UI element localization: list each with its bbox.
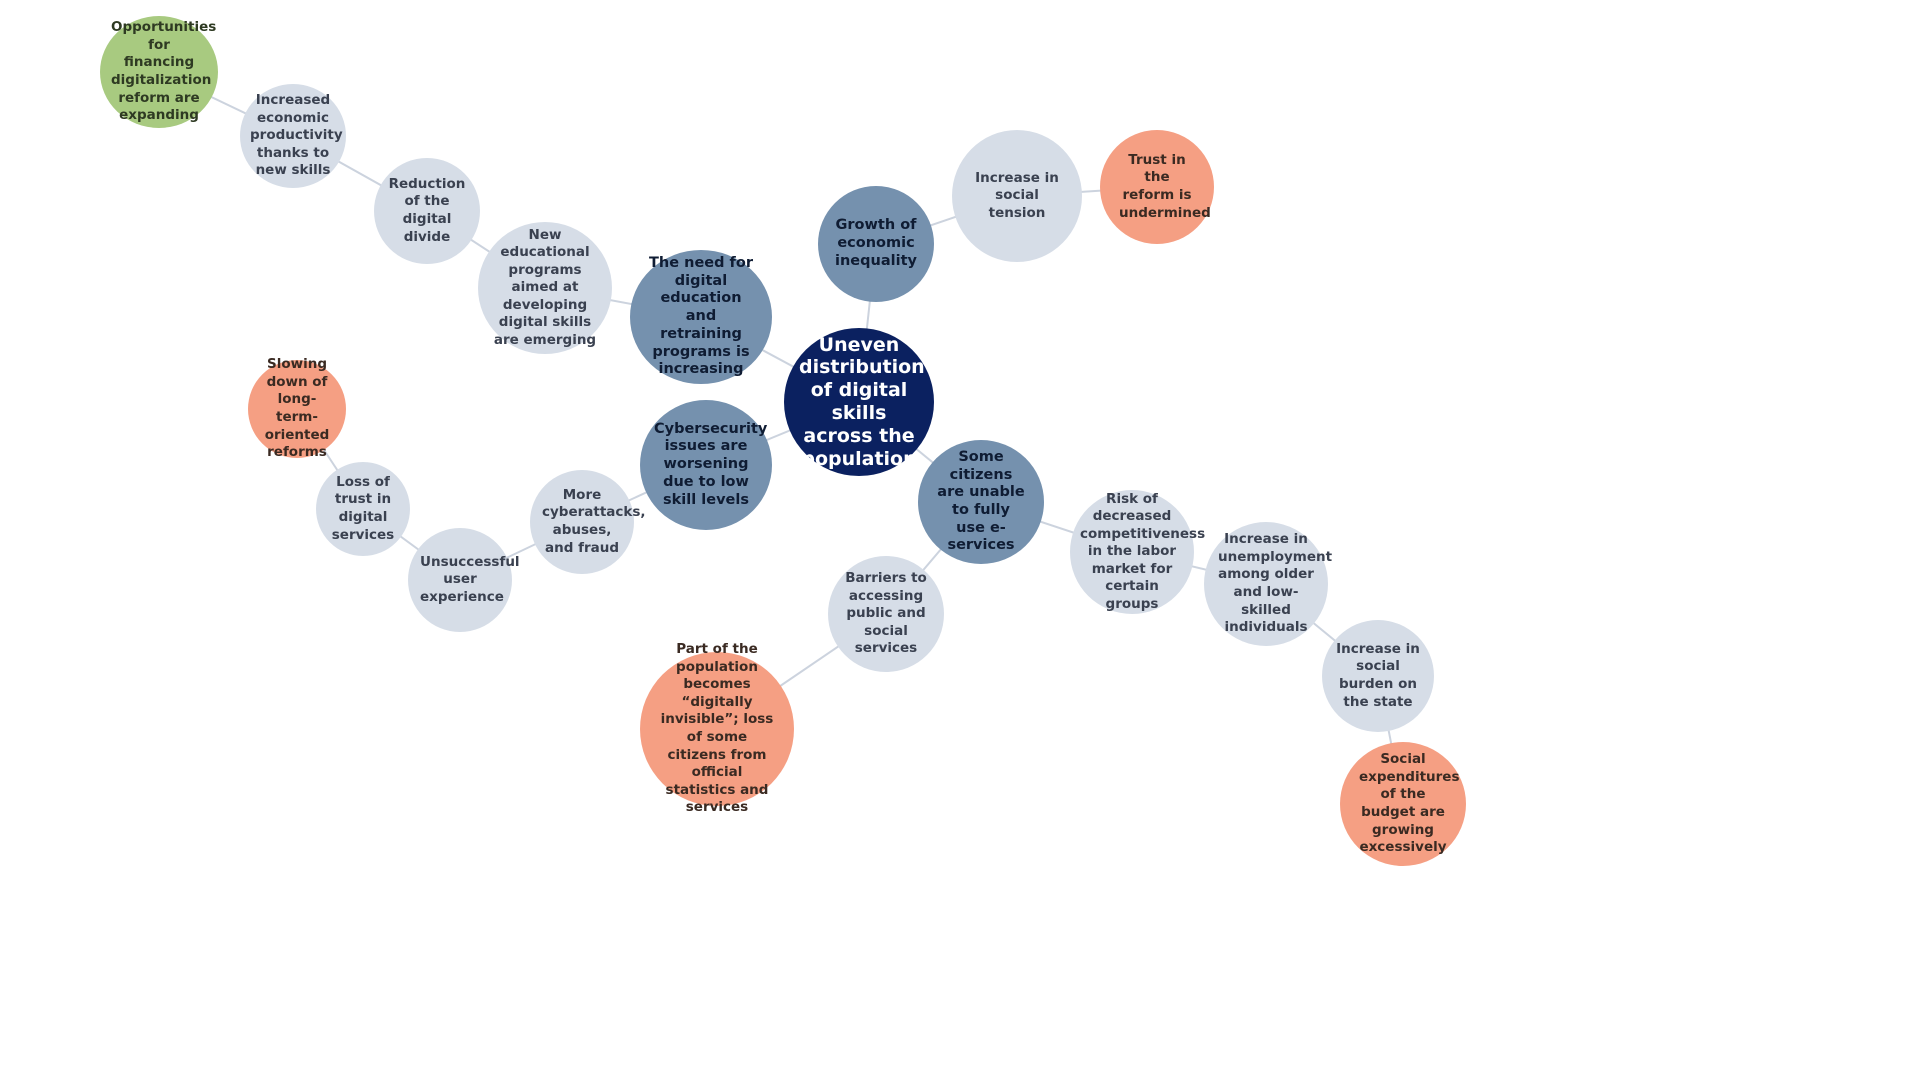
node-economic-inequality: Growth of economic inequality: [818, 186, 934, 302]
node-social-expenditures: Social expenditures of the budget are gr…: [1340, 742, 1466, 866]
node-digital-divide: Reduction of the digital divide: [374, 158, 480, 264]
node-trust-loss: Loss of trust in digital services: [316, 462, 410, 556]
node-educational-programs: New educational programs aimed at develo…: [478, 222, 612, 354]
node-cybersecurity-issues: Cybersecurity issues are worsening due t…: [640, 400, 772, 530]
node-digitally-invisible: Part of the population becomes “digitall…: [640, 641, 794, 815]
node-need-digital-education: The need for digital education and retra…: [630, 250, 772, 384]
node-social-burden: Increase in social burden on the state: [1322, 620, 1434, 732]
node-unsuccessful-experience: Unsuccessful user experience: [408, 528, 520, 632]
node-financing-opportunities: Opportunities for financing digitalizati…: [100, 16, 218, 128]
node-social-tension: Increase in social tension: [952, 130, 1082, 262]
node-root: Uneven distribution of digital skills ac…: [784, 328, 934, 476]
node-eservices-unable: Some citizens are unable to fully use e-…: [918, 440, 1044, 564]
node-economic-productivity: Increased economic productivity thanks t…: [240, 84, 346, 188]
node-unemployment-increase: Increase in unemployment among older and…: [1204, 522, 1332, 646]
node-cyberattacks: More cyberattacks, abuses, and fraud: [530, 470, 646, 574]
node-competitiveness-risk: Risk of decreased competitiveness in the…: [1070, 490, 1205, 614]
node-access-barriers: Barriers to accessing public and social …: [828, 556, 944, 672]
node-trust-undermined: Trust in the reform is undermined: [1100, 130, 1214, 244]
node-slowing-reforms: Slowing down of long-term-oriented refor…: [248, 356, 346, 460]
